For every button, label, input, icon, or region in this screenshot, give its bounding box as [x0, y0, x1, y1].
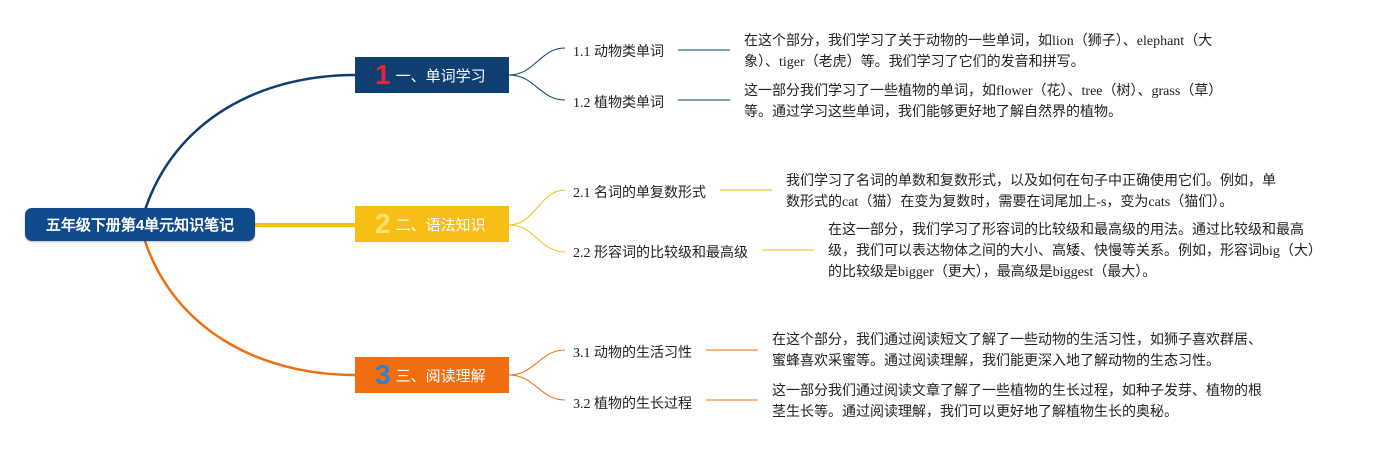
description-plant-words: 这一部分我们学习了一些植物的单词，如flower（花）、tree（树）、gras… — [744, 84, 1223, 120]
subtopic-plant-growth[interactable]: 3.2 植物的生长过程 — [573, 397, 692, 412]
branch-number-2: 2 — [375, 208, 391, 239]
subtopic-adjective-comparison[interactable]: 2.2 形容词的比较级和最高级 — [573, 246, 748, 261]
branch-label: 一、单词学习 — [395, 67, 486, 85]
subtopic-animal-words[interactable]: 1.1 动物类单词 — [573, 45, 664, 60]
link-root-branch1 — [143, 73, 356, 211]
link-branch2-sub1 — [508, 189, 566, 226]
description-animal-words: 在这个部分，我们学习了关于动物的一些单词，如lion（狮子）、elephant（… — [744, 34, 1213, 70]
link-branch1-sub2 — [508, 74, 566, 101]
link-branch1-sub1 — [508, 47, 566, 76]
branch-label: 二、语法知识 — [395, 216, 486, 234]
branch-node-word-learning[interactable]: 1 一、单词学习 — [355, 57, 509, 93]
description-animal-habits: 在这个部分，我们通过阅读短文了解了一些动物的生活习性，如狮子喜欢群居、蜜蜂喜欢采… — [772, 333, 1262, 369]
subtopic-noun-plurals[interactable]: 2.1 名词的单复数形式 — [573, 186, 706, 201]
link-branch2-sub2 — [508, 224, 566, 253]
description-plant-growth: 这一部分我们通过阅读文章了解了一些植物的生长过程，如种子发芽、植物的根茎生长等。… — [772, 384, 1262, 420]
link-branch3-sub2 — [508, 374, 566, 401]
branch-number-1: 1 — [375, 59, 391, 90]
description-adjective-comparison: 在这一部分，我们学习了形容词的比较级和最高级的用法。通过比较级和最高级，我们可以… — [828, 223, 1322, 280]
link-branch3-sub1 — [508, 349, 566, 376]
root-title: 五年级下册第4单元知识笔记 — [45, 217, 235, 234]
subtopic-plant-words[interactable]: 1.2 植物类单词 — [573, 96, 664, 111]
branch-label: 三、阅读理解 — [395, 367, 486, 385]
root-node[interactable]: 五年级下册第4单元知识笔记 — [25, 208, 255, 241]
branch-node-reading[interactable]: 3 三、阅读理解 — [355, 357, 509, 393]
description-noun-plurals: 我们学习了名词的单数和复数形式，以及如何在句子中正确使用它们。例如，单数形式的c… — [786, 174, 1276, 210]
link-root-branch3 — [143, 240, 356, 377]
branch-node-grammar[interactable]: 2 二、语法知识 — [355, 206, 509, 242]
branch-number-3: 3 — [375, 359, 391, 390]
subtopic-animal-habits[interactable]: 3.1 动物的生活习性 — [573, 346, 692, 361]
